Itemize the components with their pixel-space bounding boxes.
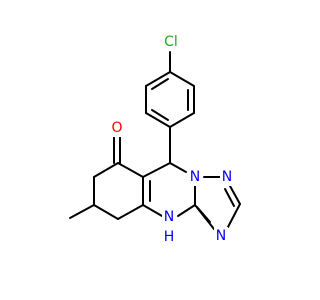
bond-n1-c9 bbox=[169, 162, 187, 173]
bond-n2-c-2 bbox=[224, 188, 235, 207]
bond-c6-me bbox=[69, 204, 95, 219]
atom-nitrogen-bridge: N bbox=[190, 169, 200, 185]
bond-c9-c8a bbox=[142, 162, 171, 178]
bond-ring-a bbox=[145, 71, 171, 87]
atom-nh-nitrogen: N bbox=[164, 209, 174, 225]
bond-c8a-c8 bbox=[117, 162, 144, 178]
atom-nitrogen-top: N bbox=[222, 169, 232, 185]
bond-c4a-nh bbox=[142, 204, 163, 217]
molecule-drawing: Cl O N N N N H bbox=[69, 33, 241, 246]
atom-nitrogen-bottom: N bbox=[216, 228, 226, 244]
atom-nh-hydrogen: H bbox=[164, 229, 175, 245]
bond-c6-c5 bbox=[93, 204, 119, 220]
bond-n3-c-2 bbox=[196, 206, 211, 223]
bond-ring-c-inner bbox=[151, 109, 169, 121]
bond-c5-c4a bbox=[117, 204, 144, 220]
bond-c-n3 bbox=[227, 203, 241, 228]
structure-canvas: Cl O N N N N H bbox=[69, 33, 241, 246]
bond-ring-d bbox=[169, 112, 195, 128]
bond-nh-c bbox=[177, 204, 196, 217]
bond-ring-c bbox=[145, 112, 171, 128]
bond-n2-c bbox=[229, 185, 241, 205]
bond-layer bbox=[69, 51, 241, 230]
bond-ring-a-inner bbox=[151, 78, 169, 90]
bond-c8-c7 bbox=[93, 162, 119, 178]
atom-oxygen: O bbox=[111, 120, 122, 136]
atom-labels: Cl O N N N N H bbox=[110, 33, 234, 246]
bond-ring-f bbox=[169, 71, 195, 87]
atom-chlorine: Cl bbox=[164, 34, 178, 50]
